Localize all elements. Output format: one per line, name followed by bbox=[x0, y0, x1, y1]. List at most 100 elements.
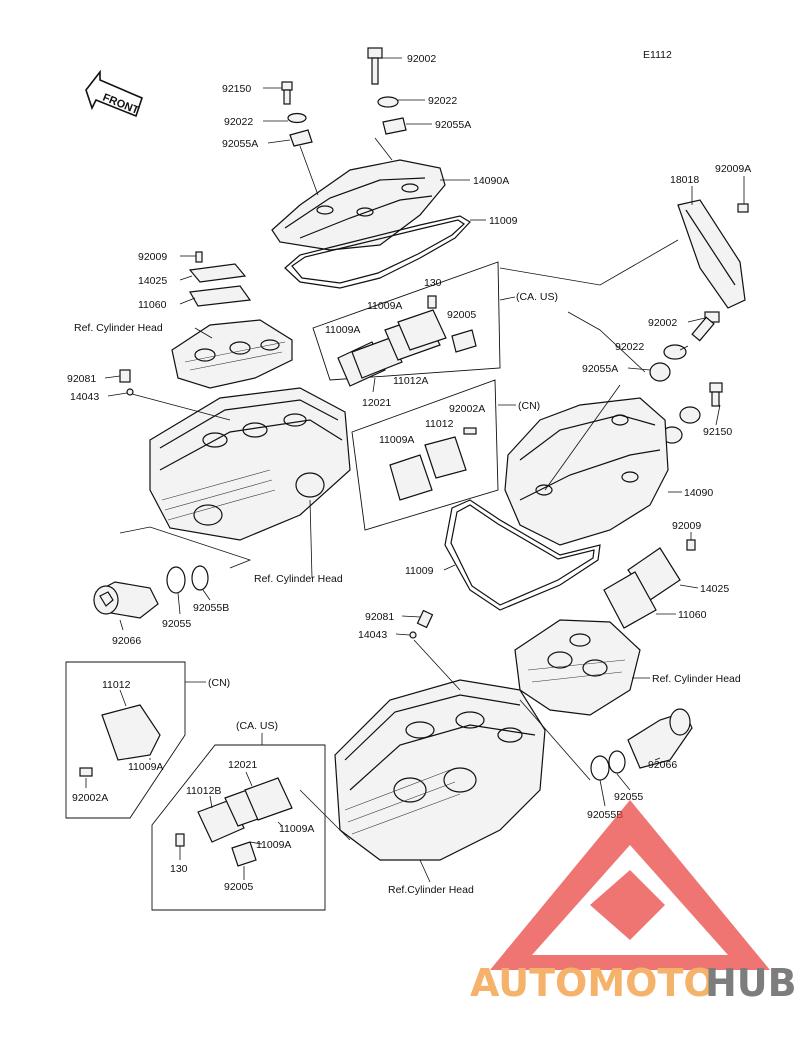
box-ca-us-top bbox=[312, 261, 501, 381]
cylinder-head-bottom bbox=[334, 679, 546, 861]
label-92022-top-r: 92022 bbox=[428, 95, 457, 107]
label-14090a: 14090A bbox=[473, 175, 509, 187]
label-11009a-t1: 11009A bbox=[367, 300, 402, 312]
label-92055a-top-r: 92055A bbox=[435, 119, 471, 131]
label-92066-right: 92066 bbox=[648, 759, 677, 771]
cam-holder-left bbox=[171, 319, 293, 389]
label-92150-top: 92150 bbox=[222, 83, 251, 95]
figure-code: E1112 bbox=[643, 49, 672, 61]
bolt-92009-right bbox=[686, 539, 696, 551]
label-92081-mid: 92081 bbox=[365, 611, 394, 623]
washer-92022-right bbox=[663, 344, 687, 360]
label-11009-mid: 11009 bbox=[405, 565, 434, 577]
bolt-92002a-cnb bbox=[79, 767, 93, 777]
label-130-b: 130 bbox=[170, 863, 188, 875]
label-92055-left: 92055 bbox=[162, 618, 191, 630]
label-12021-b: 12021 bbox=[228, 759, 257, 771]
oring-92055b-left bbox=[191, 565, 209, 591]
label-92055a-right: 92055A bbox=[582, 363, 618, 375]
front-arrow-icon: FRONT bbox=[85, 69, 143, 117]
pipe-92005-top bbox=[451, 329, 477, 353]
label-cn-top: (CN) bbox=[518, 400, 540, 412]
label-11009-top: 11009 bbox=[489, 215, 518, 227]
label-cn-bottom: (CN) bbox=[208, 677, 230, 689]
box-cn-bottom bbox=[65, 661, 186, 819]
label-14043-left: 14043 bbox=[70, 391, 99, 403]
plug-92081-left bbox=[119, 369, 131, 383]
label-11012-cn: 11012 bbox=[425, 418, 454, 430]
label-130-top: 130 bbox=[424, 277, 442, 289]
label-92022-top-l: 92022 bbox=[224, 116, 253, 128]
label-ref-head-3: Ref. Cylinder Head bbox=[652, 673, 741, 685]
label-92002a-cn: 92002A bbox=[449, 403, 485, 415]
bolt-92150-top bbox=[281, 81, 293, 105]
washer-92022-top-r bbox=[377, 96, 399, 108]
label-92022-right: 92022 bbox=[615, 341, 644, 353]
grommet-92055a-top-l bbox=[289, 129, 313, 147]
label-ref-head-2: Ref. Cylinder Head bbox=[254, 573, 343, 585]
label-14025-left: 14025 bbox=[138, 275, 167, 287]
gasket-11060-right bbox=[603, 571, 657, 629]
cam-holder-right bbox=[514, 619, 641, 716]
label-11012a: 11012A bbox=[393, 375, 428, 387]
label-92055b-right: 92055B bbox=[587, 809, 623, 821]
intake-pipe-92066-right bbox=[627, 708, 693, 769]
label-14043-mid: 14043 bbox=[358, 629, 387, 641]
plug-92081-mid bbox=[416, 609, 434, 629]
gasket-11009-top bbox=[284, 215, 471, 289]
label-11009a-b1: 11009A bbox=[279, 823, 314, 835]
label-92081-left: 92081 bbox=[67, 373, 96, 385]
washer-92022-top-l bbox=[287, 112, 307, 124]
label-11012b: 11012B bbox=[186, 785, 221, 797]
label-ca-us-bottom: (CA. US) bbox=[236, 720, 278, 732]
oring-14043-mid bbox=[409, 631, 417, 639]
label-92002-top: 92002 bbox=[407, 53, 436, 65]
pipe-92005-b bbox=[231, 841, 257, 867]
label-92055b-left: 92055B bbox=[193, 602, 229, 614]
valve-cover-14090 bbox=[504, 397, 669, 546]
label-ref-head-1: Ref. Cylinder Head bbox=[74, 322, 163, 334]
bolt-92002-top bbox=[367, 47, 383, 85]
grommet-92055a-right bbox=[649, 362, 671, 382]
label-92005-top: 92005 bbox=[447, 309, 476, 321]
label-ref-head-4: Ref.Cylinder Head bbox=[388, 884, 474, 896]
gasket-11060-left bbox=[189, 285, 252, 307]
box-ca-us-bottom bbox=[151, 744, 326, 911]
label-92009-left: 92009 bbox=[138, 251, 167, 263]
label-12021-top: 12021 bbox=[362, 397, 391, 409]
cover-11012-cn bbox=[424, 436, 467, 479]
label-92150-right: 92150 bbox=[703, 426, 732, 438]
label-92009-right: 92009 bbox=[672, 520, 701, 532]
label-11060-left: 11060 bbox=[138, 299, 167, 311]
gasket-11009-mid bbox=[444, 499, 601, 611]
reed-valve-assembly-bottom bbox=[197, 777, 293, 843]
label-11012-cnb: 11012 bbox=[102, 679, 131, 691]
intake-pipe-92066-left bbox=[93, 581, 159, 619]
label-11009a-cnb: 11009A bbox=[128, 761, 163, 773]
label-18018: 18018 bbox=[670, 174, 699, 186]
watermark-text-1: AUTOMOTO bbox=[470, 961, 716, 1005]
box-cn-top bbox=[351, 379, 499, 531]
chain-guide-18018 bbox=[677, 199, 746, 309]
label-92005-b: 92005 bbox=[224, 881, 253, 893]
bolt-130-top bbox=[427, 295, 437, 309]
washer-92022-right2 bbox=[679, 406, 701, 424]
bolt-92009a bbox=[737, 203, 749, 213]
bolt-92150-right bbox=[709, 382, 723, 407]
cover-11012-cnb bbox=[101, 704, 161, 761]
gasket-11009a-cn bbox=[389, 454, 433, 501]
oring-92055b-right bbox=[608, 750, 626, 774]
reed-valve-assembly-top bbox=[337, 309, 447, 387]
bolt-92009-left bbox=[195, 251, 203, 263]
label-14090: 14090 bbox=[684, 487, 713, 499]
plate-14025-left bbox=[188, 263, 247, 283]
label-14025-right: 14025 bbox=[700, 583, 729, 595]
watermark-text-2: HUB bbox=[705, 961, 797, 1005]
label-92055-right: 92055 bbox=[614, 791, 643, 803]
label-92002-right: 92002 bbox=[648, 317, 677, 329]
label-11009a-b2: 11009A bbox=[256, 839, 291, 851]
bolt-92002-right bbox=[691, 311, 720, 342]
valve-cover-14090a bbox=[271, 159, 446, 251]
